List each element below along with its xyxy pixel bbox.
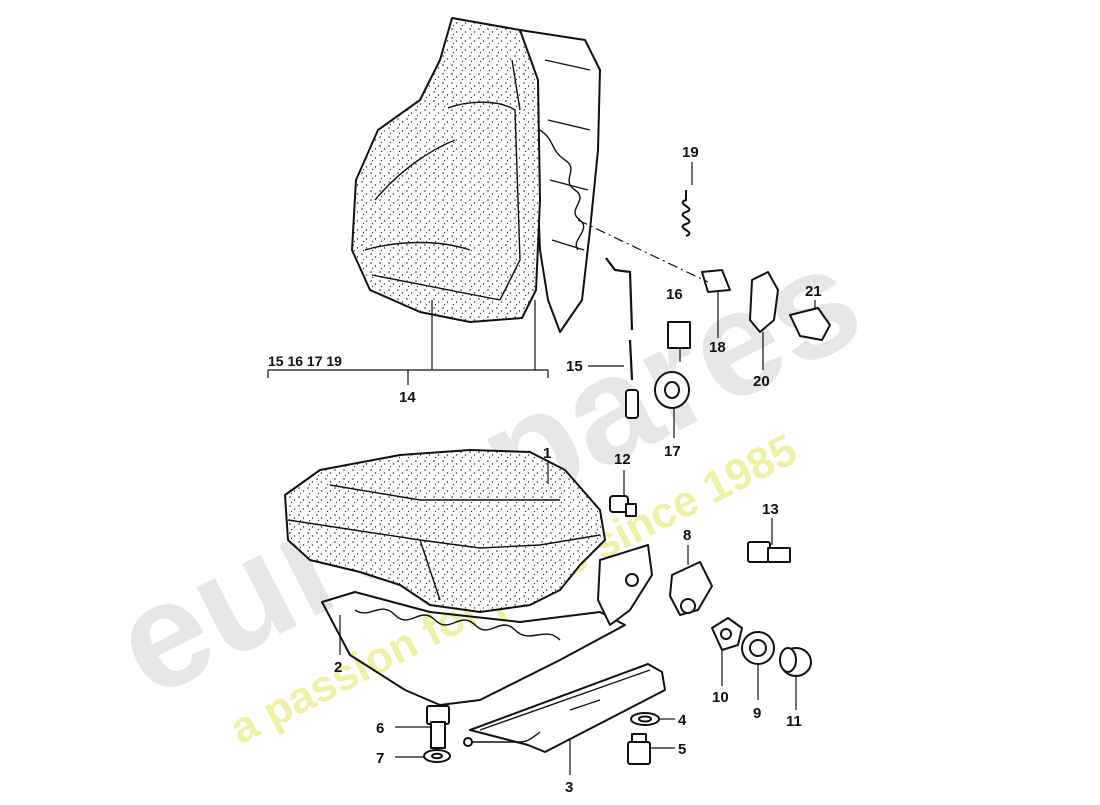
part-6-bolt (426, 705, 450, 749)
seat-backrest (351, 17, 601, 333)
part-21-trim (789, 307, 831, 341)
part-9-knob (741, 631, 775, 665)
callout-9: 9 (753, 705, 761, 722)
callout-4: 4 (678, 712, 687, 729)
callout-19: 19 (682, 144, 699, 161)
callout-10: 10 (712, 689, 729, 706)
callout-14: 14 (399, 389, 416, 406)
rail-body (469, 663, 666, 753)
callout-labels: 1 2 3 4 5 6 7 8 9 10 11 12 13 14 15 16 1… (268, 144, 822, 796)
callout-2: 2 (334, 659, 342, 676)
frame-bracket (597, 544, 653, 626)
part-10-cam (711, 617, 743, 651)
callout-3: 3 (565, 779, 573, 796)
callout-1: 1 (543, 445, 551, 462)
callout-15: 15 (566, 358, 583, 375)
part-13-bolt (747, 541, 791, 563)
callout-6: 6 (376, 720, 384, 737)
callout-16: 16 (666, 286, 683, 303)
part-19-spring (681, 190, 691, 237)
part-5-bolt (627, 733, 651, 765)
part-4-washer (630, 712, 660, 726)
frame-outline (321, 591, 626, 706)
part-12-bolt (609, 495, 637, 517)
rail-cable (470, 731, 541, 743)
callout-13: 13 (762, 501, 779, 518)
part-7-washer (423, 749, 451, 763)
part-20-handle (749, 271, 779, 333)
backrest-cushion (351, 17, 541, 323)
callout-17: 17 (664, 443, 681, 460)
part-16-clip (667, 321, 691, 349)
leader-lines (267, 162, 816, 775)
callout-18: 18 (709, 339, 726, 356)
part-15-rod (605, 257, 639, 419)
callout-11: 11 (786, 713, 802, 730)
part-11-cap (779, 647, 812, 677)
callout-12: 12 (614, 451, 631, 468)
part-17-grommet (654, 371, 690, 409)
part-8-lever (669, 561, 713, 616)
seat-frame (321, 544, 653, 706)
seat-rail (463, 663, 666, 753)
callout-20: 20 (753, 373, 770, 390)
part-18-latch (701, 269, 731, 293)
callout-8: 8 (683, 527, 691, 544)
callout-21: 21 (805, 283, 822, 300)
callout-7: 7 (376, 750, 384, 767)
callout-5: 5 (678, 741, 686, 758)
seat-cushion (284, 449, 606, 613)
group-label-15-16-17-19: 15 16 17 19 (268, 353, 342, 369)
